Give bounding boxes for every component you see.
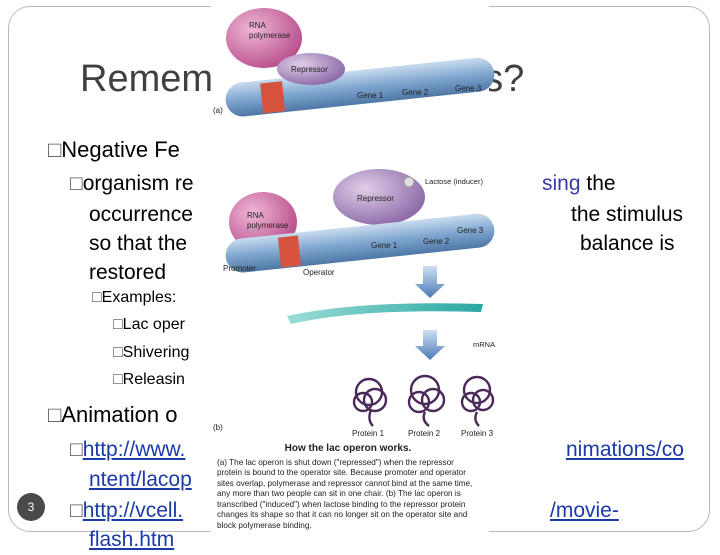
slide-number-badge: 3 — [17, 493, 45, 521]
highlighted-word: sing — [542, 172, 581, 195]
protein2-label: Protein 2 — [408, 429, 441, 438]
rna-polymerase-label-b: RNA — [247, 211, 265, 220]
protein1-label: Protein 1 — [352, 429, 385, 438]
promoter-label: Promoter — [223, 264, 256, 273]
repressor-b — [333, 169, 425, 225]
link-2[interactable]: □http://vcell. — [70, 499, 184, 522]
operator-label: Operator — [303, 268, 335, 277]
bullet-marker: □ — [113, 316, 123, 333]
gene2-label-a: Gene 2 — [402, 88, 429, 97]
protein-3-coil — [460, 375, 495, 427]
gene3-label-a: Gene 3 — [455, 84, 482, 93]
bullet-marker: □ — [92, 289, 102, 306]
gene3-label-b: Gene 3 — [457, 226, 484, 235]
paragraph-line-3-right: balance is — [580, 232, 675, 255]
bullet-marker: □ — [113, 344, 123, 361]
paragraph-line-2: occurrence — [89, 203, 193, 226]
mrna-label: mRNA — [473, 340, 495, 349]
bullet-marker: □ — [70, 438, 83, 461]
bullet-animation: □Animation o — [48, 402, 178, 427]
repressor-label-a: Repressor — [291, 65, 328, 74]
examples-label: □Examples: — [92, 289, 177, 306]
title-left: Remem — [80, 58, 214, 100]
gene1-label-b: Gene 1 — [371, 241, 398, 250]
example-item-1: □Lac oper — [113, 316, 185, 333]
example-item-2: □Shivering — [113, 344, 190, 361]
paragraph-line-2-right: the stimulus — [571, 203, 684, 226]
bullet-marker: □ — [70, 172, 83, 195]
bullet-marker: □ — [48, 402, 62, 427]
gene1-label-a: Gene 1 — [357, 91, 384, 100]
link-1-right[interactable]: nimations/co — [566, 438, 684, 461]
protein3-label: Protein 3 — [461, 429, 494, 438]
svg-text:polymerase: polymerase — [247, 221, 289, 230]
paragraph-line-4: restored — [89, 261, 167, 284]
link-2-right[interactable]: /movie- — [550, 499, 619, 522]
promoter-region-a — [260, 81, 286, 114]
lactose-inducer — [403, 176, 415, 188]
dna-strand-a — [225, 57, 495, 117]
panel-b-label: (b) — [213, 423, 223, 432]
rna-polymerase-a — [226, 8, 302, 68]
bullet-marker: □ — [48, 137, 62, 162]
promoter-region-b — [277, 235, 302, 268]
panel-a-label: (a) — [213, 106, 223, 115]
lactose-label: Lactose (inducer) — [425, 177, 483, 186]
figure-caption-title: How the lac operon works. — [284, 443, 412, 454]
repressor-a — [277, 53, 345, 85]
panel-a: RNA polymerase Repressor Gene 1 Gene 2 G… — [213, 8, 495, 117]
lac-operon-figure: RNA polymerase Repressor Gene 1 Gene 2 G… — [211, 0, 495, 540]
lac-operon-diagram: RNA polymerase Repressor Gene 1 Gene 2 G… — [213, 8, 495, 438]
svg-text:polymerase: polymerase — [249, 31, 291, 40]
link-1[interactable]: □http://www. — [70, 438, 186, 461]
paragraph-line-3: so that the — [89, 232, 188, 255]
repressor-label-b: Repressor — [357, 194, 394, 203]
arrow-to-mrna — [415, 266, 445, 298]
bullet-marker: □ — [113, 371, 123, 388]
panel-b: Repressor Lactose (inducer) RNA polymera… — [213, 169, 495, 438]
rna-polymerase-label-a: RNA — [249, 21, 267, 30]
link-1-line-2[interactable]: ntent/lacop — [89, 468, 192, 491]
link-2-line-2[interactable]: flash.htm — [89, 528, 175, 551]
mrna-strand — [287, 303, 483, 324]
gene2-label-b: Gene 2 — [423, 237, 450, 246]
example-item-3: □Releasin — [113, 371, 185, 388]
protein-2-coil — [407, 374, 446, 427]
figure-caption: How the lac operon works. (a) The lac op… — [217, 443, 479, 531]
bullet-marker: □ — [70, 499, 83, 522]
paragraph-line-1: □organism re — [70, 172, 194, 195]
paragraph-line-1-right: sing the — [542, 172, 616, 195]
figure-caption-text: (a) The lac operon is shut down ("repres… — [217, 457, 473, 530]
arrow-to-proteins — [415, 330, 445, 360]
bullet-negative-feedback: □Negative Fe — [48, 137, 180, 162]
protein-1-coil — [352, 377, 388, 427]
